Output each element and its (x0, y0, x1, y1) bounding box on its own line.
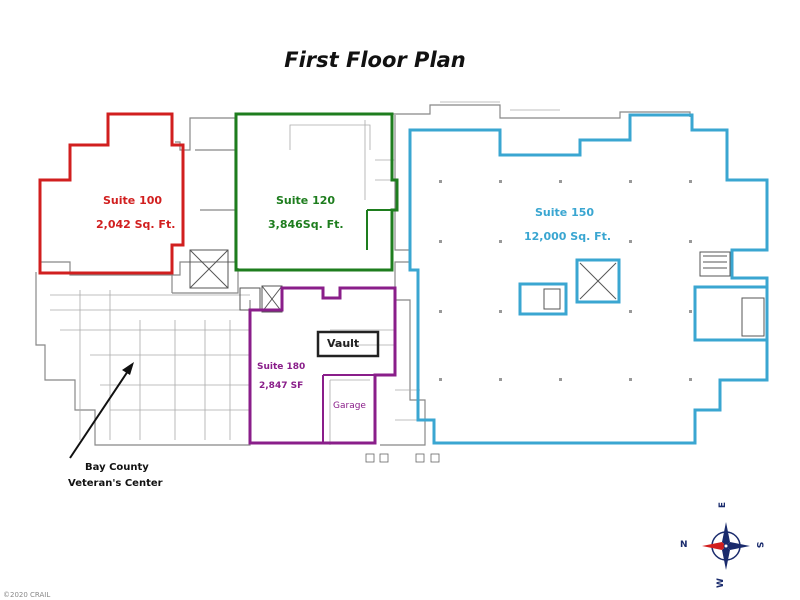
suite-150-core (575, 258, 621, 304)
vault-box (316, 330, 380, 358)
compass-n: N (680, 540, 688, 550)
compass-w: W (715, 578, 726, 588)
callout-arrow-line (69, 367, 131, 459)
suite-150-area: 12,000 Sq. Ft. (524, 230, 612, 243)
garage-outline (322, 374, 375, 443)
compass-e: E (718, 501, 729, 509)
vault-label: Vault (327, 337, 360, 350)
suite-120-area: 3,846Sq. Ft. (268, 218, 344, 231)
page-title: First Floor Plan (284, 48, 466, 72)
compass-rose-icon (702, 522, 750, 570)
suite-180-outline (248, 286, 397, 445)
callout-line-1: Bay County (85, 462, 149, 473)
suite-180-name: Suite 180 (257, 362, 306, 372)
suite-120-outline (234, 112, 399, 272)
entry-doors (365, 453, 440, 463)
suite-150-name: Suite 150 (535, 206, 595, 219)
suite-120-inner-room (366, 209, 392, 250)
callout-line-2: Veteran's Center (68, 478, 163, 489)
column-markers (439, 180, 692, 381)
suite-150-outline (408, 113, 769, 445)
interior-details (50, 101, 560, 445)
suite-100-outline (38, 112, 185, 275)
compass-s: S (754, 541, 765, 549)
suite-120-name: Suite 120 (276, 194, 336, 207)
suite-100-name: Suite 100 (103, 194, 163, 207)
callout-arrow-head (122, 362, 134, 375)
suite-150-elevator (518, 282, 568, 316)
garage-label: Garage (333, 401, 366, 411)
copyright-text: ©2020 CRAIL (3, 591, 51, 599)
stairs-elevators (189, 249, 765, 337)
suite-150-side-room (693, 285, 769, 342)
suite-100-area: 2,042 Sq. Ft. (96, 218, 176, 231)
suite-180-area: 2,847 SF (259, 381, 304, 391)
